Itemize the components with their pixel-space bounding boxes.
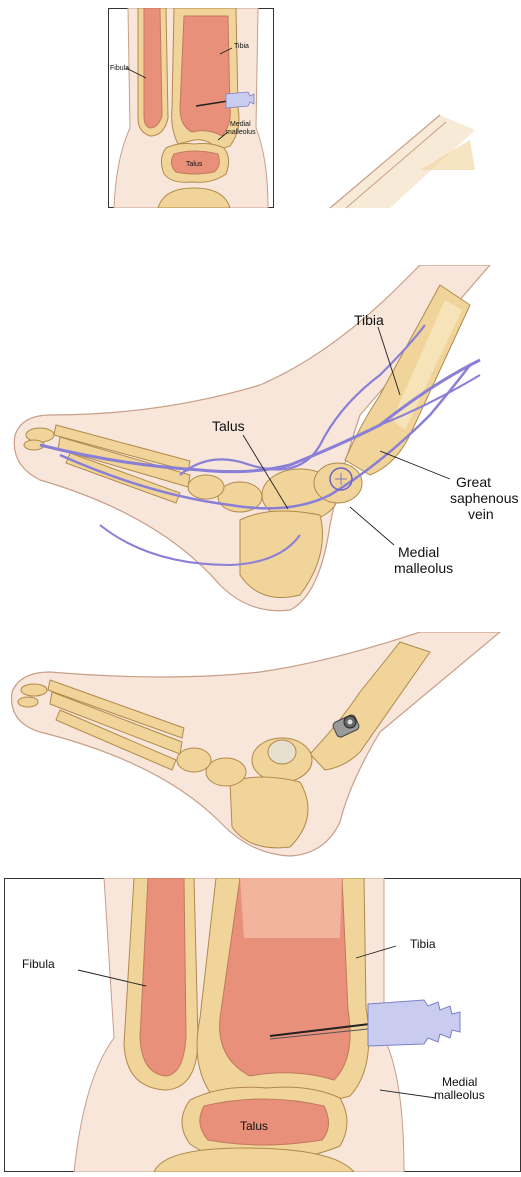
ankle-cross-section-large: Fibula Tibia Medial malleolus Talus xyxy=(4,878,521,1172)
foot-label-great: Great xyxy=(456,474,491,490)
foot-vein-panel: Tibia Talus Great saphenous vein Medial … xyxy=(0,265,521,620)
inset-label-tibia: Tibia xyxy=(234,43,249,50)
foot-label-talus: Talus xyxy=(212,418,245,434)
label-talus: Talus xyxy=(240,1119,268,1133)
foot-label-saphenous: saphenous xyxy=(450,490,519,506)
label-medial: Medial xyxy=(442,1075,477,1089)
inset-ankle-cross-section: Fibula Tibia Medial malleolus Talus xyxy=(108,8,274,208)
foot-needle-illustration xyxy=(0,632,521,860)
foot-label-malleolus: malleolus xyxy=(394,560,453,576)
large-ankle-illustration: Fibula Tibia Medial malleolus Talus xyxy=(4,878,521,1172)
label-malleolus: malleolus xyxy=(434,1088,485,1102)
foot-vein-illustration: Tibia Talus Great saphenous vein Medial … xyxy=(0,265,521,620)
inset-ankle-illustration: Fibula Tibia Medial malleolus Talus xyxy=(108,8,274,208)
inset-label-malleolus: malleolus xyxy=(226,129,256,136)
inset-label-talus: Talus xyxy=(186,161,203,168)
leg-sketch-illustration xyxy=(300,110,480,210)
label-fibula: Fibula xyxy=(22,957,55,971)
leg-sketch-top xyxy=(300,110,480,210)
foot-label-tibia: Tibia xyxy=(354,312,384,328)
inset-label-fibula: Fibula xyxy=(110,65,129,72)
foot-label-vein: vein xyxy=(468,506,494,522)
foot-label-medial: Medial xyxy=(398,544,439,560)
label-tibia: Tibia xyxy=(410,937,436,951)
inset-label-medial: Medial xyxy=(230,121,251,128)
foot-needle-panel xyxy=(0,632,521,860)
